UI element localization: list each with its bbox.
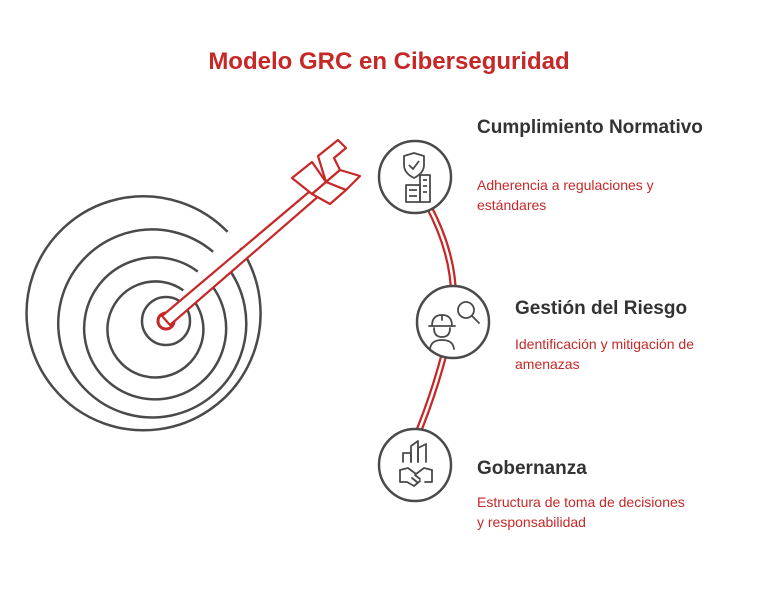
target-icon (25, 195, 262, 432)
item-description-risk: Identificación y mitigación de amenazas (515, 336, 694, 372)
icon-circle-compliance (377, 139, 453, 215)
item-description-compliance: Adherencia a regulaciones y estándares (477, 177, 654, 213)
arrow-icon (160, 138, 362, 327)
worker-magnifier-icon (428, 301, 480, 350)
item-description-governance: Estructura de toma de decisiones y respo… (477, 494, 685, 530)
icon-circle-governance (377, 427, 453, 503)
icon-circle-risk (415, 284, 491, 360)
diagram-title: Modelo GRC en Ciberseguridad (208, 48, 570, 75)
item-title-governance: Gobernanza (477, 458, 587, 479)
handshake-building-icon (399, 440, 433, 487)
item-title-risk: Gestión del Riesgo (515, 298, 688, 319)
shield-building-icon (403, 152, 431, 203)
item-title-compliance: Cumplimiento Normativo (477, 117, 703, 138)
